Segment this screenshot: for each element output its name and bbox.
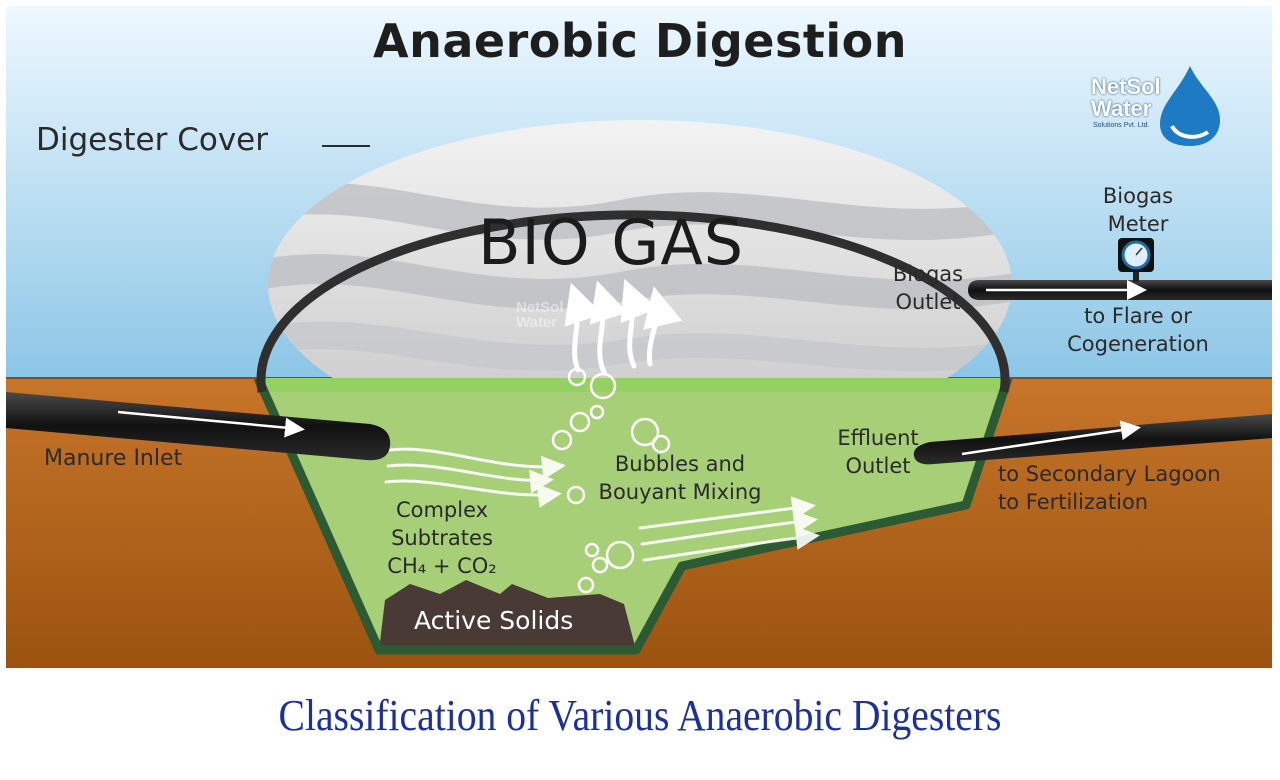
biogas-meter-label: Biogas Meter bbox=[1102, 184, 1174, 236]
gas-rise-arrows bbox=[564, 278, 683, 375]
active-solids-label: Active Solids bbox=[414, 606, 574, 635]
effluent-outlet-pipe bbox=[913, 414, 1272, 465]
digester-cover-outline bbox=[256, 210, 1010, 393]
flare-cogeneration-label: to Flare or Cogeneration bbox=[1067, 304, 1209, 356]
liquid-surface bbox=[258, 378, 1008, 392]
biogas-outlet-label: Biogas Outlet bbox=[892, 262, 964, 314]
page-caption: Classification of Various Anaerobic Dige… bbox=[278, 691, 1002, 740]
bio-gas-label: BIO GAS bbox=[478, 206, 745, 279]
netsol-logo: NetSol Water Solutions Pvt. Ltd. bbox=[1085, 72, 1225, 142]
netsol-logo-drop bbox=[1160, 66, 1220, 146]
complex-substrates-label: Complex Subtrates CH₄ + CO₂ bbox=[387, 498, 497, 578]
bubbles-mixing-label: Bubbles and Bouyant Mixing bbox=[598, 452, 762, 504]
digester-wall bbox=[253, 376, 1013, 655]
effluent-outlet-label: Effluent Outlet bbox=[837, 426, 919, 478]
netsol-watermark: NetSol Water bbox=[516, 299, 564, 331]
secondary-lagoon-label: to Secondary Lagoon to Fertilization bbox=[998, 462, 1221, 514]
mixing-flow-arrows bbox=[384, 447, 820, 562]
biogas-outlet-pipe bbox=[968, 280, 1272, 300]
digester-liquid bbox=[258, 378, 1008, 650]
logo-subtitle: Solutions Pvt. Ltd. bbox=[1093, 122, 1150, 129]
biogas-meter bbox=[1118, 238, 1154, 282]
logo-name: NetSol Water bbox=[1091, 74, 1161, 121]
gas-bubbles bbox=[551, 367, 671, 594]
diagram-title: Anaerobic Digestion bbox=[373, 14, 907, 68]
manure-inlet-pipe bbox=[6, 392, 391, 461]
active-solids-layer bbox=[379, 580, 636, 650]
digester-cover-label: Digester Cover bbox=[36, 122, 268, 158]
manure-inlet-label: Manure Inlet bbox=[44, 446, 183, 471]
caption-band bbox=[6, 668, 1272, 774]
